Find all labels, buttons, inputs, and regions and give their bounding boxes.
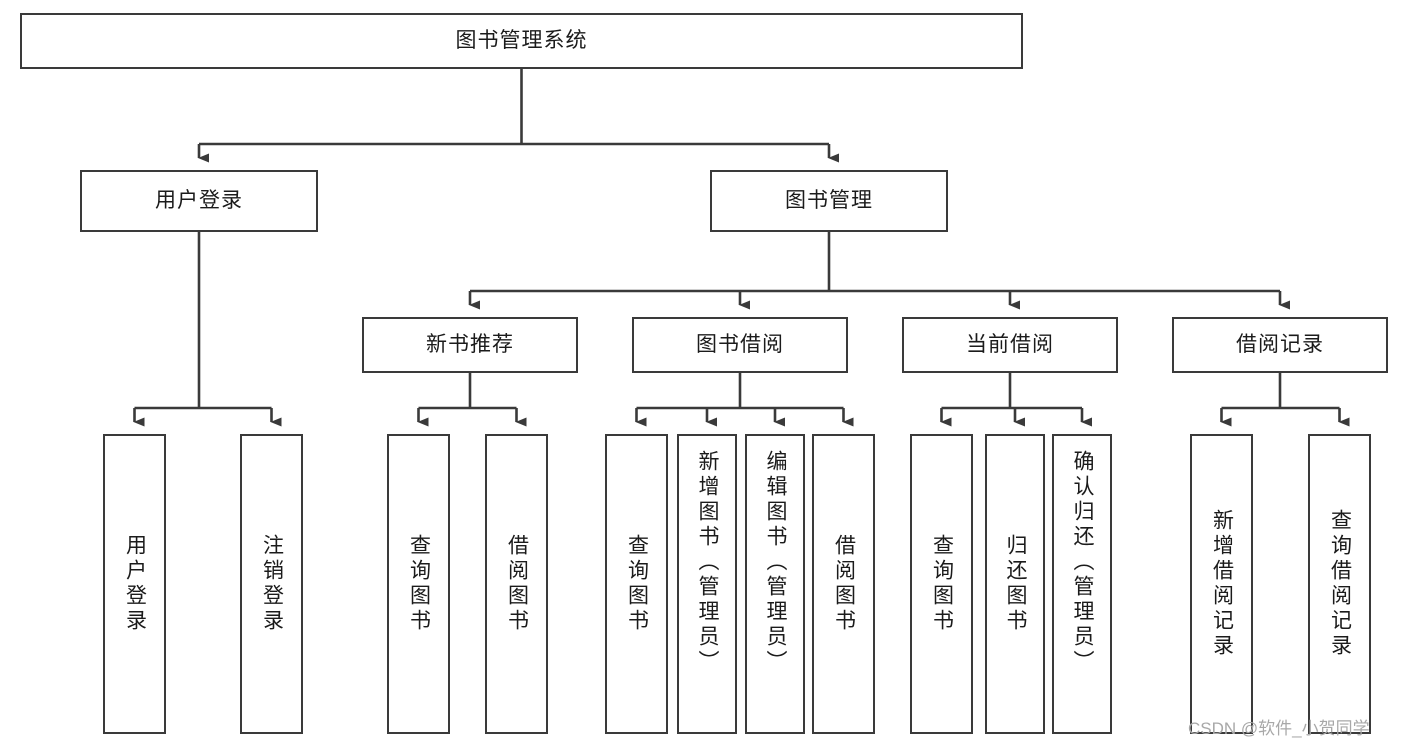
leaf-query-record-label: 查询借阅记录 xyxy=(1328,509,1352,659)
leaf-query-book-2[interactable]: 查询图书 xyxy=(605,434,668,734)
node-book-borrow[interactable]: 图书借阅 xyxy=(632,317,848,373)
node-root-label: 图书管理系统 xyxy=(455,28,588,52)
leaf-borrow-book-2[interactable]: 借阅图书 xyxy=(812,434,875,734)
node-borrow-record[interactable]: 借阅记录 xyxy=(1172,317,1388,373)
leaf-query-record[interactable]: 查询借阅记录 xyxy=(1308,434,1371,734)
node-book-manage[interactable]: 图书管理 xyxy=(710,170,948,232)
node-book-borrow-label: 图书借阅 xyxy=(696,332,784,356)
leaf-edit-book-label: 编辑图书（管理员） xyxy=(764,450,788,675)
leaf-borrow-book-2-label: 借阅图书 xyxy=(832,534,856,634)
leaf-add-record[interactable]: 新增借阅记录 xyxy=(1190,434,1253,734)
leaf-confirm-return[interactable]: 确认归还（管理员） xyxy=(1052,434,1112,734)
node-borrow-record-label: 借阅记录 xyxy=(1236,332,1324,356)
leaf-confirm-return-label: 确认归还（管理员） xyxy=(1071,450,1095,675)
node-user-login[interactable]: 用户登录 xyxy=(80,170,318,232)
leaf-user-login[interactable]: 用户登录 xyxy=(103,434,166,734)
node-current-borrow-label: 当前借阅 xyxy=(966,332,1054,356)
leaf-borrow-book-1-label: 借阅图书 xyxy=(505,534,529,634)
leaf-logout[interactable]: 注销登录 xyxy=(240,434,303,734)
leaf-borrow-book-1[interactable]: 借阅图书 xyxy=(485,434,548,734)
leaf-query-book-3-label: 查询图书 xyxy=(930,534,954,634)
leaf-edit-book[interactable]: 编辑图书（管理员） xyxy=(745,434,805,734)
leaf-return-book[interactable]: 归还图书 xyxy=(985,434,1045,734)
leaf-query-book-3[interactable]: 查询图书 xyxy=(910,434,973,734)
node-user-login-label: 用户登录 xyxy=(155,188,243,212)
node-book-manage-label: 图书管理 xyxy=(785,188,873,212)
leaf-add-book-label: 新增图书（管理员） xyxy=(696,450,720,675)
leaf-return-book-label: 归还图书 xyxy=(1004,534,1028,634)
node-current-borrow[interactable]: 当前借阅 xyxy=(902,317,1118,373)
leaf-query-book-1-label: 查询图书 xyxy=(407,534,431,634)
node-root[interactable]: 图书管理系统 xyxy=(20,13,1023,69)
leaf-query-book-2-label: 查询图书 xyxy=(625,534,649,634)
leaf-add-record-label: 新增借阅记录 xyxy=(1210,509,1234,659)
node-new-book-recommend[interactable]: 新书推荐 xyxy=(362,317,578,373)
leaf-logout-label: 注销登录 xyxy=(260,534,284,634)
leaf-add-book[interactable]: 新增图书（管理员） xyxy=(677,434,737,734)
leaf-user-login-label: 用户登录 xyxy=(123,534,147,634)
watermark: CSDN @软件_小贺同学 xyxy=(1188,719,1370,738)
leaf-query-book-1[interactable]: 查询图书 xyxy=(387,434,450,734)
node-new-book-recommend-label: 新书推荐 xyxy=(426,332,514,356)
